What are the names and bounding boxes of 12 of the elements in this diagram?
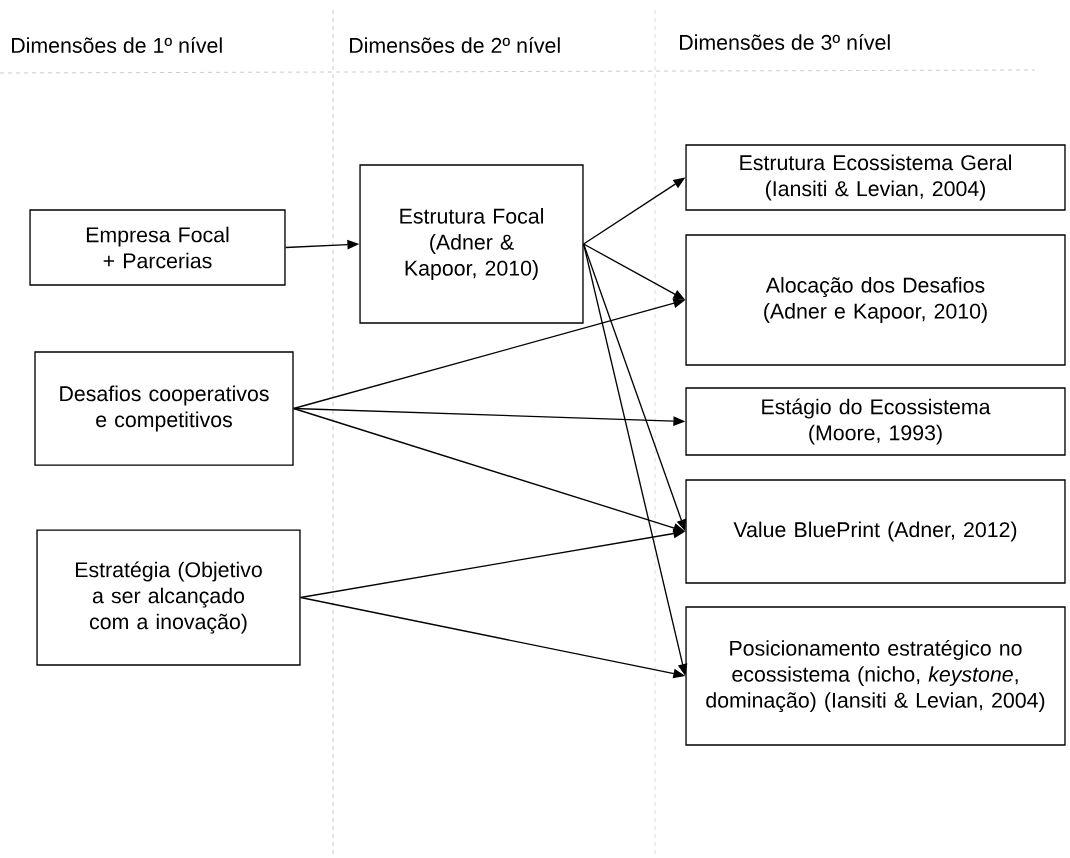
column-heading: Dimensões de 2º nível [350,37,560,53]
text-box: Estrutura Focal (Adner & Kapoor, 2010) [359,164,584,324]
text-box: Alocação dos Desafios (Adner e Kapoor, 2010) [685,234,1066,366]
text-box: Estrutura Ecossistema Geral (Iansiti & Levian, 2004) [685,144,1066,211]
text-box: Posicionamento estratégico no ecossistema (nicho, keystone, dominação) (Iansiti & Levian, 2004) [685,606,1066,746]
text-box: Empresa Focal + Parcerias [29,209,286,286]
column-heading: Dimensões de 3º nível [680,34,890,50]
text-box: Desafios cooperativos e competitivos [34,351,294,466]
text-box: Estratégia (Objetivo a ser alcançado com a inovação) [36,529,301,666]
text-box: Estágio do Ecossistema (Moore, 1993) [685,387,1066,456]
column-heading: Dimensões de 1º nível [12,37,222,53]
text-box: Value BluePrint (Adner, 2012) [685,479,1066,584]
